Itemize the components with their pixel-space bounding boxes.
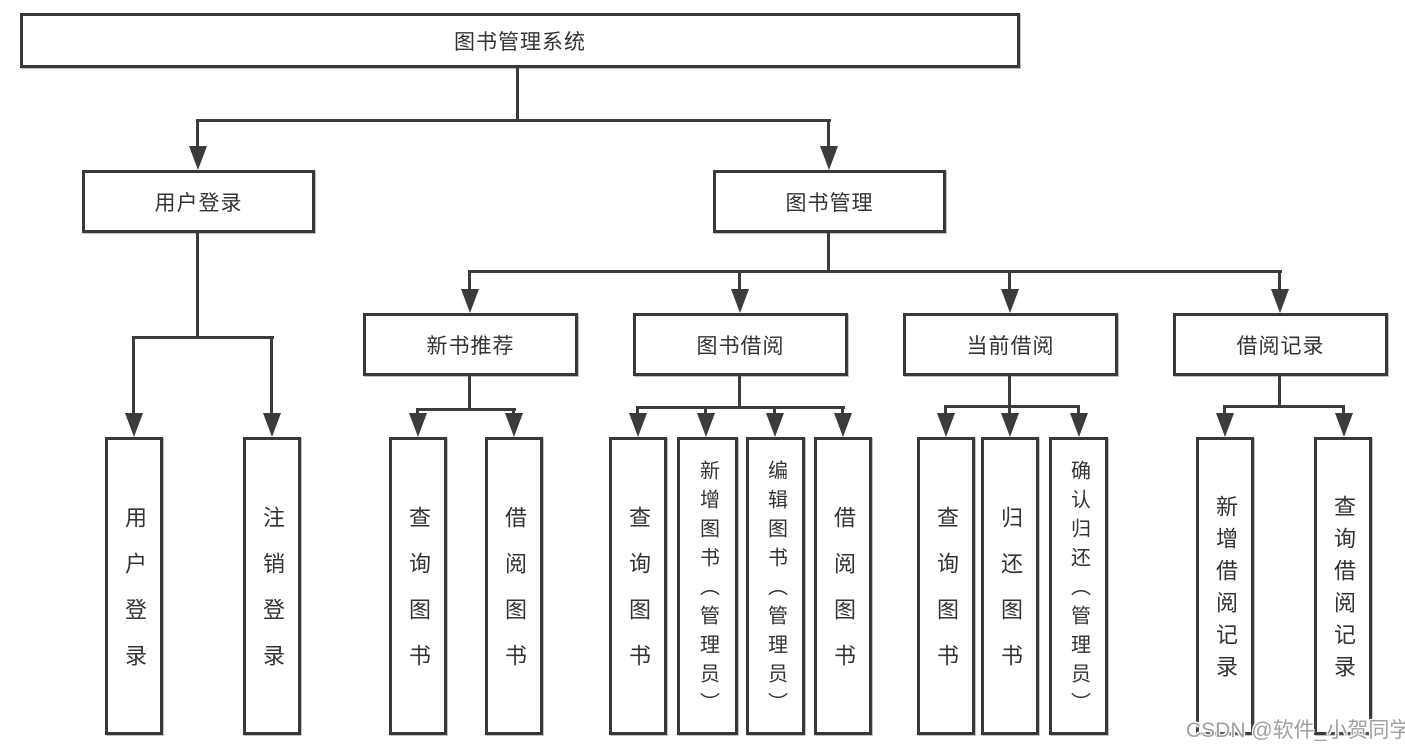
leaf-borrow-books-recommend: 借阅图书: [485, 437, 543, 735]
arrow-down-icon: [629, 413, 647, 437]
leaf-query-books-current: 查询图书: [917, 437, 975, 735]
arrow-down-icon: [505, 413, 523, 437]
arrow-down-icon: [461, 289, 479, 313]
connector-hline: [636, 406, 845, 409]
leaf-query-borrow-record: 查询借阅记录: [1314, 437, 1372, 735]
connector-vline: [738, 270, 741, 293]
connector-hline: [416, 408, 516, 411]
arrow-down-icon: [1216, 413, 1234, 437]
leaf-user-login-label: 用户登录: [122, 506, 147, 690]
arrow-down-icon: [697, 413, 715, 437]
node-book-borrowing: 图书借阅: [633, 313, 848, 376]
leaf-borrow-books: 借阅图书: [814, 437, 872, 735]
leaf-query-books-recommend: 查询图书: [389, 437, 447, 735]
node-current-borrowing: 当前借阅: [903, 313, 1118, 376]
arrow-down-icon: [1271, 289, 1289, 313]
connector-vline: [1008, 270, 1011, 293]
connector-hline: [132, 336, 274, 339]
connector-vline: [468, 376, 471, 411]
node-book-management: 图书管理: [713, 170, 946, 233]
leaf-query-books-current-label: 查询图书: [934, 506, 959, 690]
leaf-confirm-return-admin: 确认归还（管理员）: [1049, 437, 1108, 735]
node-root-label: 图书管理系统: [454, 30, 586, 54]
connector-vline: [827, 119, 830, 150]
arrow-down-icon: [125, 413, 143, 437]
node-borrowing-records-label: 借阅记录: [1236, 334, 1325, 358]
node-book-borrowing-label: 图书借阅: [696, 334, 785, 358]
leaf-user-login: 用户登录: [105, 437, 163, 735]
arrow-down-icon: [820, 146, 838, 170]
connector-hline: [944, 405, 1080, 408]
node-new-book-recommend: 新书推荐: [363, 313, 578, 376]
leaf-edit-books-admin: 编辑图书（管理员）: [746, 437, 805, 735]
arrow-down-icon: [1001, 413, 1019, 437]
connector-vline: [1278, 270, 1281, 293]
arrow-down-icon: [1070, 413, 1088, 437]
leaf-query-books-borrowing-label: 查询图书: [626, 506, 651, 690]
leaf-add-borrow-record: 新增借阅记录: [1196, 437, 1254, 735]
connector-hline: [196, 119, 831, 122]
node-book-management-label: 图书管理: [785, 191, 874, 215]
leaf-query-books-borrowing: 查询图书: [609, 437, 667, 735]
connector-vline: [516, 68, 519, 122]
connector-vline: [1278, 376, 1281, 408]
leaf-borrow-books-recommend-label: 借阅图书: [502, 506, 527, 690]
node-root: 图书管理系统: [20, 13, 1020, 68]
connector-vline: [468, 270, 471, 293]
arrow-down-icon: [263, 413, 281, 437]
arrow-down-icon: [937, 413, 955, 437]
node-user-login: 用户登录: [82, 170, 315, 233]
connector-vline: [196, 119, 199, 150]
arrow-down-icon: [1335, 413, 1353, 437]
leaf-add-borrow-record-label: 新增借阅记录: [1213, 495, 1238, 687]
connector-vline: [196, 233, 199, 339]
arrow-down-icon: [731, 289, 749, 313]
node-new-book-recommend-label: 新书推荐: [426, 334, 515, 358]
connector-hline: [468, 270, 1282, 273]
connector-vline: [132, 336, 135, 421]
arrow-down-icon: [1001, 289, 1019, 313]
leaf-confirm-return-admin-label: 确认归还（管理员）: [1067, 460, 1090, 721]
connector-vline: [270, 336, 273, 421]
csdn-watermark: CSDN @软件_小贺同学: [1186, 719, 1405, 742]
leaf-borrow-books-label: 借阅图书: [831, 506, 856, 690]
leaf-edit-books-admin-label: 编辑图书（管理员）: [764, 460, 787, 721]
connector-vline: [738, 376, 741, 409]
leaf-return-books-label: 归还图书: [998, 506, 1023, 690]
leaf-add-books-admin: 新增图书（管理员）: [677, 437, 738, 735]
node-current-borrowing-label: 当前借阅: [966, 334, 1055, 358]
connector-vline: [827, 233, 830, 273]
leaf-logout: 注销登录: [243, 437, 301, 735]
node-user-login-label: 用户登录: [154, 191, 243, 215]
connector-hline: [1223, 405, 1345, 408]
arrow-down-icon: [409, 413, 427, 437]
arrow-down-icon: [834, 413, 852, 437]
leaf-query-books-recommend-label: 查询图书: [406, 506, 431, 690]
leaf-query-borrow-record-label: 查询借阅记录: [1331, 495, 1356, 687]
arrow-down-icon: [766, 413, 784, 437]
arrow-down-icon: [189, 146, 207, 170]
node-borrowing-records: 借阅记录: [1173, 313, 1388, 376]
leaf-add-books-admin-label: 新增图书（管理员）: [696, 460, 719, 721]
leaf-return-books: 归还图书: [981, 437, 1039, 735]
leaf-logout-label: 注销登录: [260, 506, 285, 690]
connector-vline: [1008, 376, 1011, 408]
